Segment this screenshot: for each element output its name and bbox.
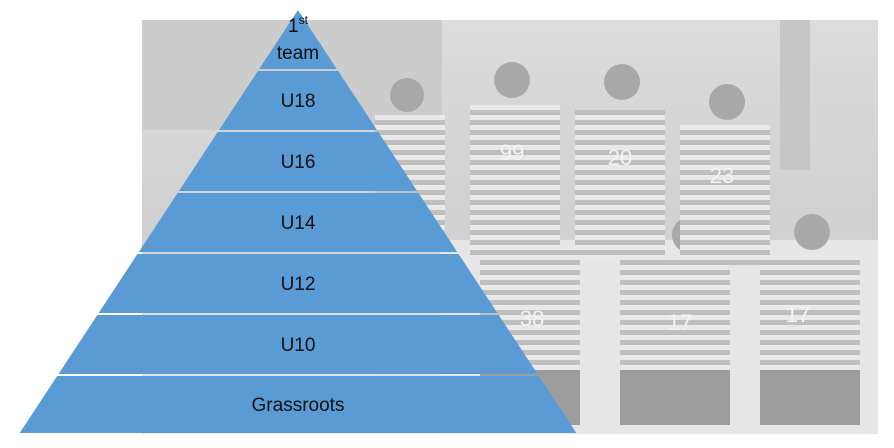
jersey-number: 17 [786,302,810,327]
pyramid-level-1st-team [259,10,337,69]
jersey-number: 17 [668,310,692,335]
level-1st-team-label: 1st [288,13,309,37]
level-u10-label: U10 [281,335,316,356]
jersey-number: 38 [520,306,544,331]
jersey-number: 99 [500,140,524,165]
level-u14-label: U14 [281,213,316,234]
pyramid-level-u16 [178,132,418,191]
pyramid-level-u18 [219,71,377,130]
pyramid-levels [19,10,577,433]
level-u16-label: U16 [281,152,316,173]
level-grassroots-label: Grassroots [252,395,345,416]
jersey-number: 20 [608,145,632,170]
level-u18-label: U18 [281,91,316,112]
pyramid-level-u10 [58,315,538,374]
team-photo: 99 20 23 38 17 17 [142,20,878,434]
level-1st-team-label-2: team [277,43,319,64]
level-u12-label: U12 [281,274,316,295]
pyramid-level-grassroots [19,376,577,433]
pyramid-level-u12 [98,254,498,313]
jersey-number: 23 [710,163,734,188]
pyramid-level-u14 [138,193,458,252]
